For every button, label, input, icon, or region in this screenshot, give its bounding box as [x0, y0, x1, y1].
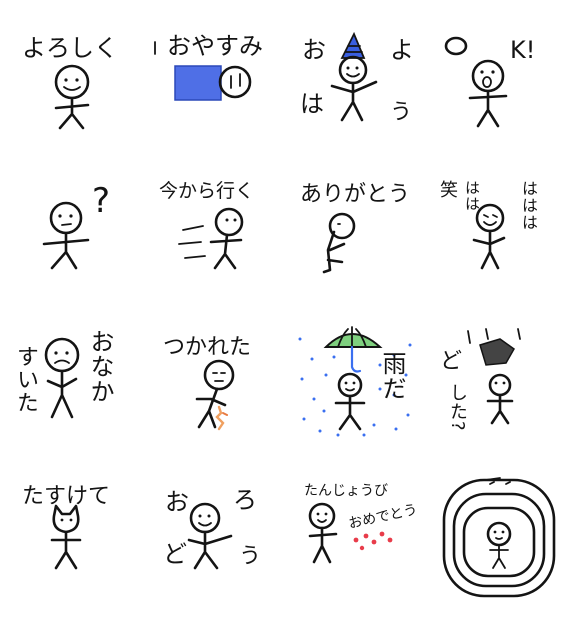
sticker-onakasuita[interactable]: おなか すいた: [0, 315, 140, 465]
sticker-text: ど: [440, 349, 463, 374]
sleeping-figure: [154, 41, 252, 101]
sticker-tasukete[interactable]: たすけて: [0, 470, 140, 620]
sticker-text: ろ: [233, 486, 257, 514]
sticker-text: した?: [447, 383, 468, 432]
bowing-figure: [322, 212, 356, 274]
sticker-text: よろしく: [22, 34, 118, 62]
sticker-yoroshiku[interactable]: よろしく: [0, 10, 140, 160]
tired-figure: [195, 359, 235, 431]
sticker-arigatou[interactable]: ありがとう: [290, 160, 430, 310]
sticker-question[interactable]: ?: [0, 160, 140, 310]
sticker-text: お: [165, 488, 189, 516]
sticker-sheet: よろしく おやすみ お よ は う: [0, 10, 562, 598]
rain-figure: [298, 326, 412, 437]
spiral-figure: [442, 477, 556, 598]
sticker-tanjoubi[interactable]: たんじょうび おめでとう: [290, 470, 430, 620]
sticker-text: お: [302, 36, 326, 64]
sticker-text: おやすみ: [167, 32, 263, 60]
sticker-text: う: [239, 544, 262, 569]
sticker-ame[interactable]: 雨だ: [290, 315, 430, 465]
sticker-oyasumi[interactable]: おやすみ: [145, 10, 285, 160]
sticker-text: 笑: [440, 180, 458, 201]
sticker-ohayou2[interactable]: お ど ろ う: [145, 470, 285, 620]
sticker-doushita[interactable]: ど した?: [430, 315, 562, 465]
stick-figure: [42, 201, 90, 270]
stick-figure: [44, 337, 80, 419]
sticker-text: 今から行く: [159, 180, 255, 202]
stick-figure: [50, 504, 82, 570]
sticker-ohayou[interactable]: お よ は う: [290, 10, 430, 160]
sticker-text: ど: [163, 540, 187, 568]
stick-figure: [444, 36, 508, 128]
sticker-text: ありがとう: [300, 182, 411, 207]
sticker-imakaraiku[interactable]: 今から行く: [145, 160, 285, 310]
stick-figure: [308, 502, 393, 564]
running-figure: [178, 207, 244, 270]
sticker-text: たんじょうび: [304, 483, 388, 499]
stick-figure: [472, 203, 506, 270]
sticker-warai[interactable]: 笑 ははは はは: [430, 160, 562, 310]
sticker-text: たすけて: [22, 484, 111, 509]
sticker-text: 雨だ: [378, 351, 406, 401]
sticker-text: ははは: [519, 180, 538, 231]
stick-figure: [54, 64, 90, 130]
stick-figure: [330, 31, 378, 122]
stick-figure: [467, 328, 521, 425]
sticker-text: ?: [92, 181, 111, 221]
dancing-figure: [187, 502, 233, 570]
sticker-text: う: [390, 100, 413, 125]
sticker-text: おなか: [86, 329, 114, 404]
sticker-text: すいた: [13, 345, 38, 414]
sticker-ok[interactable]: K!: [430, 10, 562, 160]
sticker-text: つかれた: [163, 335, 252, 360]
sticker-text: はは: [463, 180, 481, 212]
sticker-spiral[interactable]: [430, 470, 562, 620]
sticker-text: K!: [510, 36, 536, 64]
sticker-tsukareta[interactable]: つかれた: [145, 315, 285, 465]
sticker-text: よ: [390, 36, 414, 64]
sticker-text: は: [300, 90, 324, 118]
